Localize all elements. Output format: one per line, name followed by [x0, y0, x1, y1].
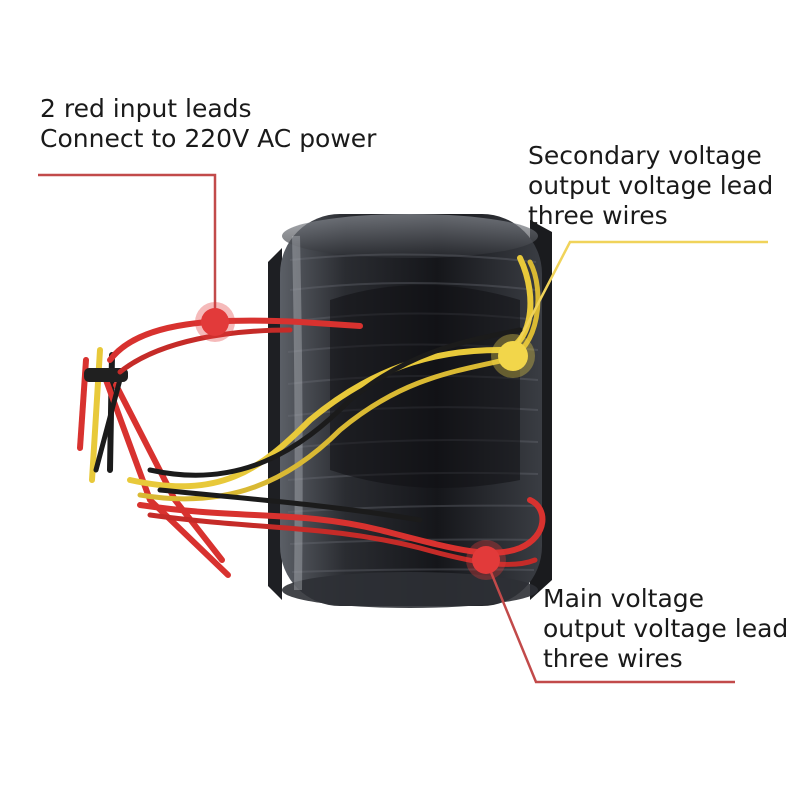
secondary-output-line-2: output voltage lead: [528, 171, 774, 200]
main-output-label: Main voltage output voltage lead three w…: [543, 584, 788, 674]
secondary-output-label: Secondary voltage output voltage lead th…: [528, 141, 773, 231]
input-leads-label: 2 red input leads Connect to 220V AC pow…: [40, 94, 376, 154]
secondary-marker-dot: [491, 334, 535, 378]
mounting-plate: [268, 248, 282, 600]
black-secondary-wire: [147, 327, 523, 478]
secondary-leader-line: [511, 240, 768, 353]
main-output-line-3: three wires: [543, 644, 683, 673]
input-leads-line-1: 2 red input leads: [40, 94, 252, 123]
black-main-wire: [157, 487, 423, 523]
red-input-wire: [107, 317, 363, 363]
main-leader-line: [484, 559, 735, 684]
input-marker-dot: [195, 302, 235, 342]
secondary-output-line-1: Secondary voltage: [528, 141, 762, 170]
wire-bundle: [77, 347, 231, 578]
secondary-output-line-3: three wires: [528, 201, 668, 230]
input-leads-line-2: Connect to 220V AC power: [40, 124, 377, 153]
input-leader-line: [38, 173, 217, 320]
main-marker-dot: [466, 540, 506, 580]
main-output-line-2: output voltage lead: [543, 614, 789, 643]
red-input-wire-2: [117, 327, 293, 375]
main-output-line-1: Main voltage: [543, 584, 705, 613]
yellow-secondary-wire-2: [137, 259, 541, 502]
red-main-wire: [137, 497, 546, 556]
